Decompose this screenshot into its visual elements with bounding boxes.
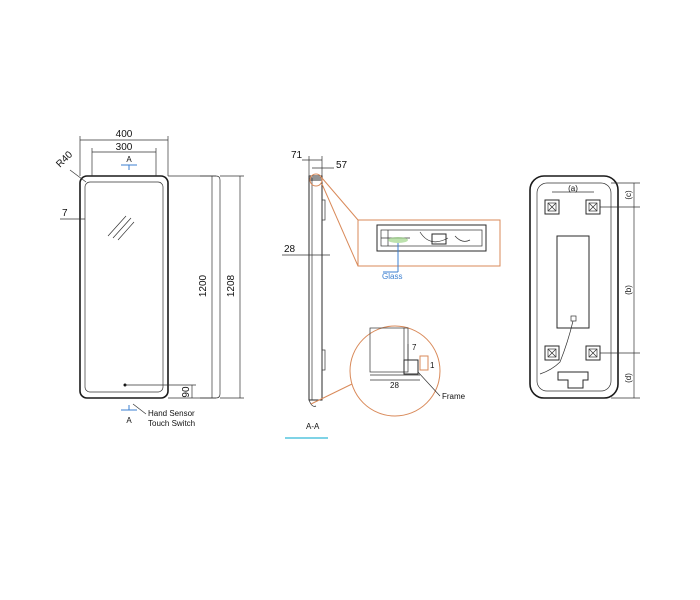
back-view: (a) bbox=[529, 175, 640, 399]
front-view: 400 300 A R40 7 1200 1208 90 A bbox=[54, 129, 244, 428]
dim-text-d: (d) bbox=[624, 373, 633, 383]
dim-text-90: 90 bbox=[181, 386, 192, 398]
frame-label: Frame bbox=[442, 392, 466, 401]
glare-mark-3 bbox=[117, 221, 135, 241]
side-bracket-2 bbox=[321, 349, 326, 371]
detail-dim-7: 7 bbox=[412, 343, 417, 352]
glass-label: Glass bbox=[382, 272, 402, 281]
dim-text-57: 57 bbox=[336, 160, 348, 171]
glare-mark-2 bbox=[112, 217, 132, 239]
side-bottom-curve bbox=[308, 399, 317, 407]
bottom-detail-circle bbox=[349, 325, 441, 417]
bottom-detail-frame bbox=[403, 359, 419, 375]
driver-connector bbox=[570, 315, 577, 322]
bracket-top-right bbox=[585, 199, 601, 215]
top-detail-box bbox=[357, 219, 501, 267]
bottom-detail-leader bbox=[310, 383, 353, 405]
back-inner-frame bbox=[536, 182, 612, 392]
top-detail-glass-highlight bbox=[388, 237, 408, 243]
frame-leader bbox=[417, 371, 441, 397]
driver-panel bbox=[556, 235, 590, 329]
dim-text-b: (b) bbox=[624, 285, 633, 295]
detail-dim-1: 1 bbox=[430, 361, 435, 370]
top-detail-block bbox=[431, 233, 447, 245]
sensor-label-line2: Touch Switch bbox=[148, 419, 195, 428]
front-back-frame bbox=[168, 175, 221, 399]
side-bracket-1 bbox=[321, 199, 326, 221]
dim-text-c: (c) bbox=[624, 190, 633, 200]
dim-text-1208: 1208 bbox=[226, 274, 237, 297]
bracket-bottom-left bbox=[544, 345, 560, 361]
detail-dim-1-box bbox=[419, 355, 429, 371]
dim-text-7: 7 bbox=[62, 208, 68, 219]
front-glass-inner bbox=[84, 181, 164, 393]
top-detail-leader-1 bbox=[321, 177, 359, 221]
side-profile-outer bbox=[308, 177, 323, 401]
dim-text-300: 300 bbox=[116, 142, 133, 153]
dim-text-1200: 1200 bbox=[198, 274, 209, 297]
power-plug bbox=[557, 371, 589, 389]
dim-text-a: (a) bbox=[568, 184, 578, 193]
dim-text-71: 71 bbox=[291, 150, 303, 161]
section-mark-bottom: A bbox=[126, 416, 132, 425]
top-detail-marker bbox=[309, 173, 323, 187]
sensor-leader bbox=[132, 403, 147, 415]
driver-cable bbox=[539, 320, 574, 375]
dim-text-r40: R40 bbox=[54, 149, 75, 170]
front-mirror-outline bbox=[79, 175, 169, 399]
section-mark-top: A bbox=[126, 155, 132, 164]
radius-leader bbox=[69, 169, 87, 183]
bracket-top-left bbox=[544, 199, 560, 215]
top-detail-leader-2 bbox=[321, 183, 359, 267]
side-view: 71 57 28 Glass 7 1 28 bbox=[282, 150, 501, 439]
bottom-detail-glass bbox=[369, 327, 409, 373]
detail-dim-28: 28 bbox=[390, 381, 399, 390]
dim-text-400: 400 bbox=[116, 129, 133, 140]
sensor-label-line1: Hand Sensor bbox=[148, 409, 195, 418]
back-outer-frame bbox=[529, 175, 619, 399]
bracket-bottom-right bbox=[585, 345, 601, 361]
glare-mark-1 bbox=[107, 215, 127, 237]
top-detail-profile bbox=[376, 224, 487, 252]
dim-text-28: 28 bbox=[284, 244, 296, 255]
section-title: A-A bbox=[306, 422, 320, 431]
